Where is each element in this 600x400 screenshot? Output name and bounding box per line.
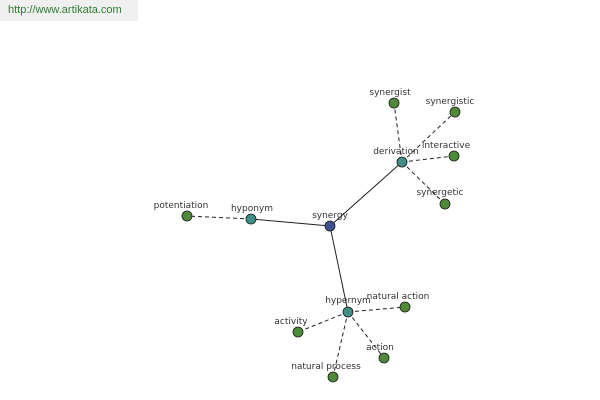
node-label-synergistic[interactable]: synergistic (426, 97, 475, 107)
node-potentiation[interactable]: potentiation (154, 201, 209, 222)
node-dot-natural-process[interactable] (327, 371, 339, 383)
node-dot-action[interactable] (378, 352, 390, 364)
node-label-action[interactable]: action (366, 343, 394, 353)
node-synergy[interactable]: synergy (312, 211, 349, 232)
node-synergistic[interactable]: synergistic (426, 97, 475, 118)
node-natural-process[interactable]: natural process (291, 362, 361, 383)
edge-hyponym-potentiation (186, 215, 252, 220)
edge-hypernym-natural-action (347, 306, 406, 313)
node-synergetic[interactable]: synergetic (416, 188, 464, 210)
node-derivation[interactable]: derivation (373, 147, 419, 168)
node-label-interactive[interactable]: interactive (422, 141, 471, 151)
node-natural-action[interactable]: natural action (367, 292, 430, 313)
node-synergist[interactable]: synergist (369, 88, 411, 109)
node-dot-synergy[interactable] (324, 220, 336, 232)
edge-synergy-hypernym (329, 225, 349, 313)
node-action[interactable]: action (366, 343, 394, 364)
node-dot-synergistic[interactable] (449, 106, 461, 118)
node-label-synergist[interactable]: synergist (369, 88, 411, 98)
node-hyponym[interactable]: hyponym (231, 204, 273, 225)
node-activity[interactable]: activity (274, 317, 308, 338)
node-label-potentiation[interactable]: potentiation (154, 201, 209, 211)
node-label-synergy[interactable]: synergy (312, 211, 349, 221)
edge-hypernym-activity (297, 311, 349, 333)
node-dot-activity[interactable] (292, 326, 304, 338)
node-dot-synergist[interactable] (388, 97, 400, 109)
node-label-hyponym[interactable]: hyponym (231, 204, 273, 214)
node-dot-potentiation[interactable] (181, 210, 193, 222)
site-url[interactable]: http://www.artikata.com (0, 0, 138, 21)
node-dot-interactive[interactable] (448, 150, 460, 162)
node-dot-synergetic[interactable] (439, 198, 451, 210)
nodes-layer: synergy derivation hyponym hypernym synergis… (154, 88, 475, 383)
node-dot-hypernym[interactable] (342, 306, 354, 318)
edge-synergy-hyponym (250, 218, 331, 227)
edge-derivation-synergetic (401, 161, 446, 205)
edge-hypernym-action (347, 311, 385, 359)
edges-layer (186, 102, 456, 378)
node-dot-natural-action[interactable] (399, 301, 411, 313)
edge-synergy-derivation (329, 161, 403, 227)
node-dot-derivation[interactable] (396, 156, 408, 168)
node-hypernym[interactable]: hypernym (325, 296, 371, 318)
node-label-derivation[interactable]: derivation (373, 147, 419, 157)
node-dot-hyponym[interactable] (245, 213, 257, 225)
node-label-activity[interactable]: activity (274, 317, 308, 327)
node-label-natural-process[interactable]: natural process (291, 362, 361, 372)
node-label-natural-action[interactable]: natural action (367, 292, 430, 302)
node-label-hypernym[interactable]: hypernym (325, 296, 371, 306)
edge-derivation-synergist (393, 102, 403, 163)
edge-derivation-synergistic (401, 111, 456, 163)
edge-derivation-interactive (401, 155, 455, 163)
node-interactive[interactable]: interactive (422, 141, 471, 162)
node-label-synergetic[interactable]: synergetic (416, 188, 463, 198)
